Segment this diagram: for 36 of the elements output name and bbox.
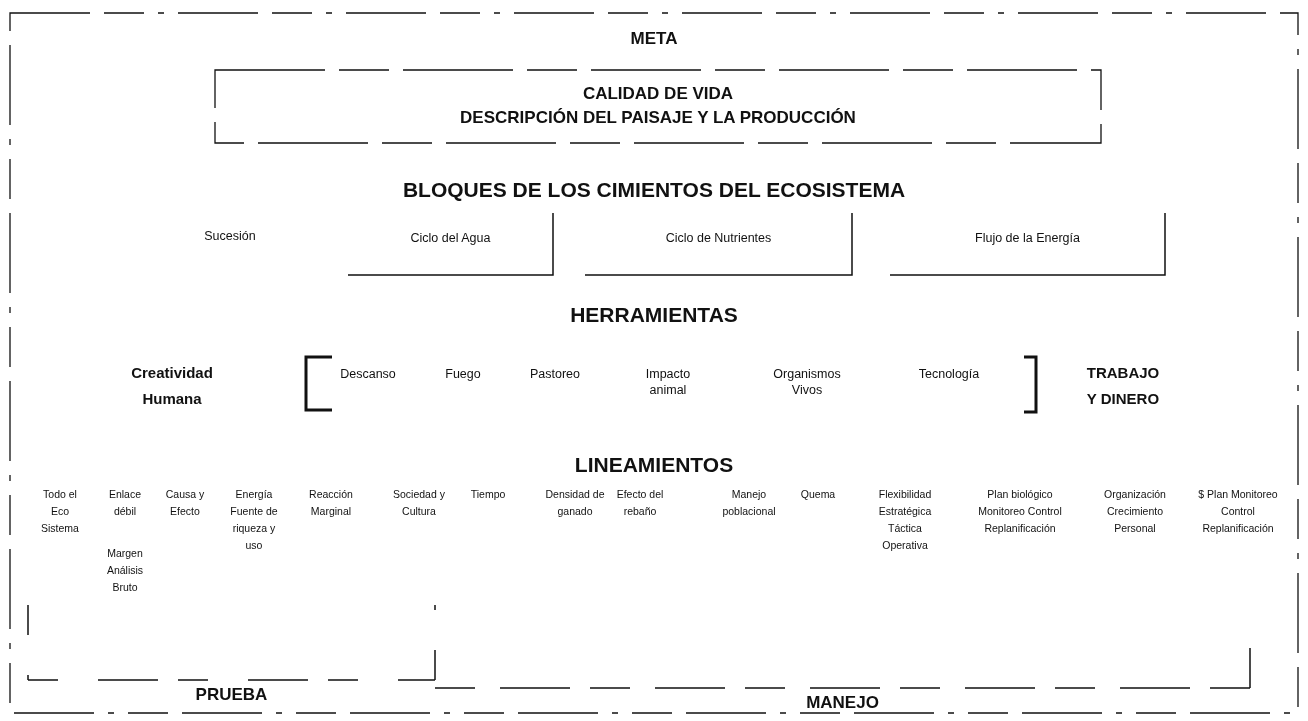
box-text: Ciclo de Nutrientes [665,231,772,245]
guideline-text: Organización Crecimiento Personal [1103,487,1167,536]
guideline-text: Tiempo [469,487,507,502]
heading: HERRAMIENTAS [570,302,738,328]
heading-text: CALIDAD DE VIDA [582,84,734,104]
guideline-text: Densidad de ganado [544,487,606,519]
guideline-text: Manejo poblacional [721,487,777,519]
guideline-text: Reacción Marginal [308,487,354,519]
side-label: TRABAJO Y DINERO [1086,363,1160,410]
guideline-text: Plan biológico Monitoreo Control Replanificación [977,487,1063,536]
guideline-text: Todo el Eco Sistema [40,487,80,536]
guideline-text: Causa y Efecto [165,487,205,519]
guideline-text: Margen Análisis Bruto [105,546,145,595]
heading: META [630,28,678,50]
guideline-text: Flexibilidad Estratégica Táctica Operativa [877,487,933,553]
box-text: Ciclo del Agua [410,231,491,245]
side-label: Creatividad Humana [131,363,213,410]
heading: BLOQUES DE LOS CIMIENTOS DEL ECOSISTEMA [402,177,906,203]
section-heading: MANEJO [806,693,879,713]
box-text: Flujo de la Energía [975,231,1080,245]
guideline-text: Energía Fuente de riqueza y uso [229,487,279,553]
tool-label: Impacto animal [645,367,691,399]
guideline-text: Efecto del rebaño [615,487,665,519]
heading: LINEAMIENTOS [574,452,734,478]
tool-label: Descanso [340,367,396,383]
tool-label: Pastoreo [530,367,580,383]
block-label: Sucesión [204,229,256,245]
guideline-text: $ Plan Monitoreo Control Replanificación [1198,487,1278,536]
guideline-text: Enlace débil [107,487,143,519]
tool-label: Tecnología [918,367,980,383]
guideline-text: Quema [799,487,837,502]
tool-label: Organismos Vivos [773,367,841,399]
guideline-text: Sociedad y Cultura [392,487,446,519]
section-heading: PRUEBA [195,685,268,705]
tool-label: Fuego [445,367,481,383]
heading-text: DESCRIPCIÓN DEL PAISAJE Y LA PRODUCCIÓN [460,108,856,128]
